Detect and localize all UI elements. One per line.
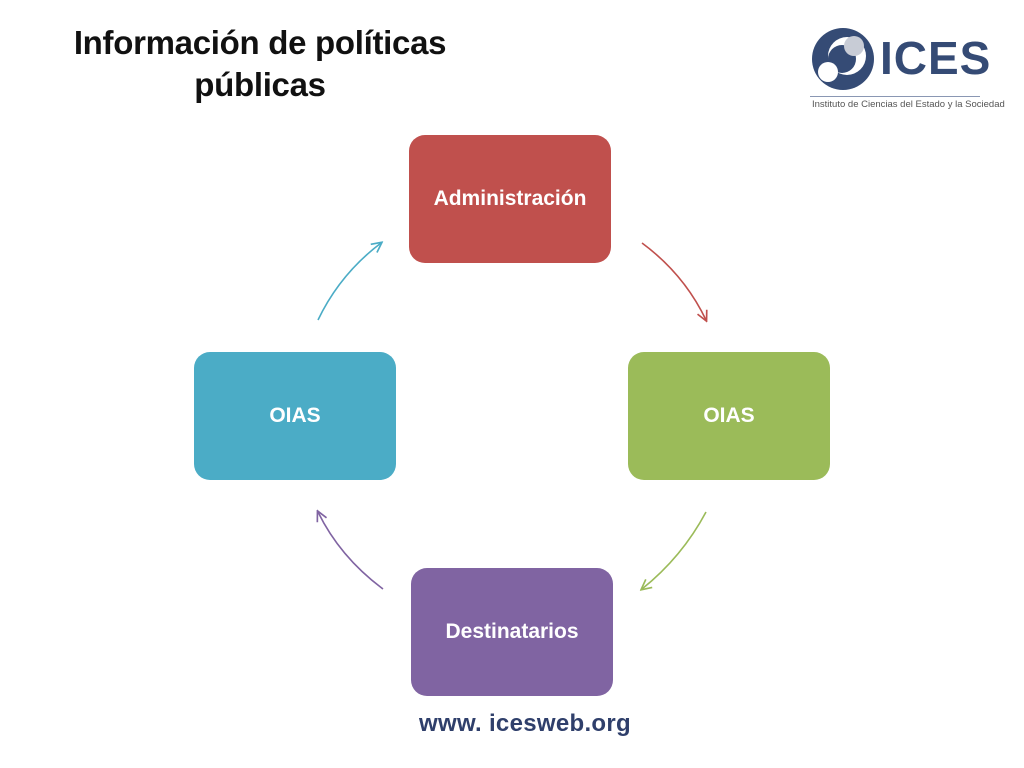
arrow-bottom-to-left [318,512,384,590]
slide-title: Información de políticas públicas [40,22,480,106]
logo-subtitle: Instituto de Ciencias del Estado y la So… [812,99,1005,110]
ices-logo-mark-icon [812,28,874,90]
title-line-2: públicas [194,66,326,103]
website-url: www. icesweb.org [419,710,631,737]
arrow-left-to-top [317,243,381,321]
arrow-top-to-right [641,242,706,320]
title-line-1: Información de políticas [73,24,447,61]
node-oias-left: OIAS [194,352,396,480]
node-oias-right: OIAS [628,352,830,480]
node-destinatarios: Destinatarios [411,568,613,696]
logo-divider [810,96,980,97]
node-administracion: Administración [409,135,611,263]
ices-logo: ICES Instituto de Ciencias del Estado y … [810,24,1005,116]
logo-wordmark: ICES [880,32,992,84]
arrow-right-to-bottom [642,511,707,589]
